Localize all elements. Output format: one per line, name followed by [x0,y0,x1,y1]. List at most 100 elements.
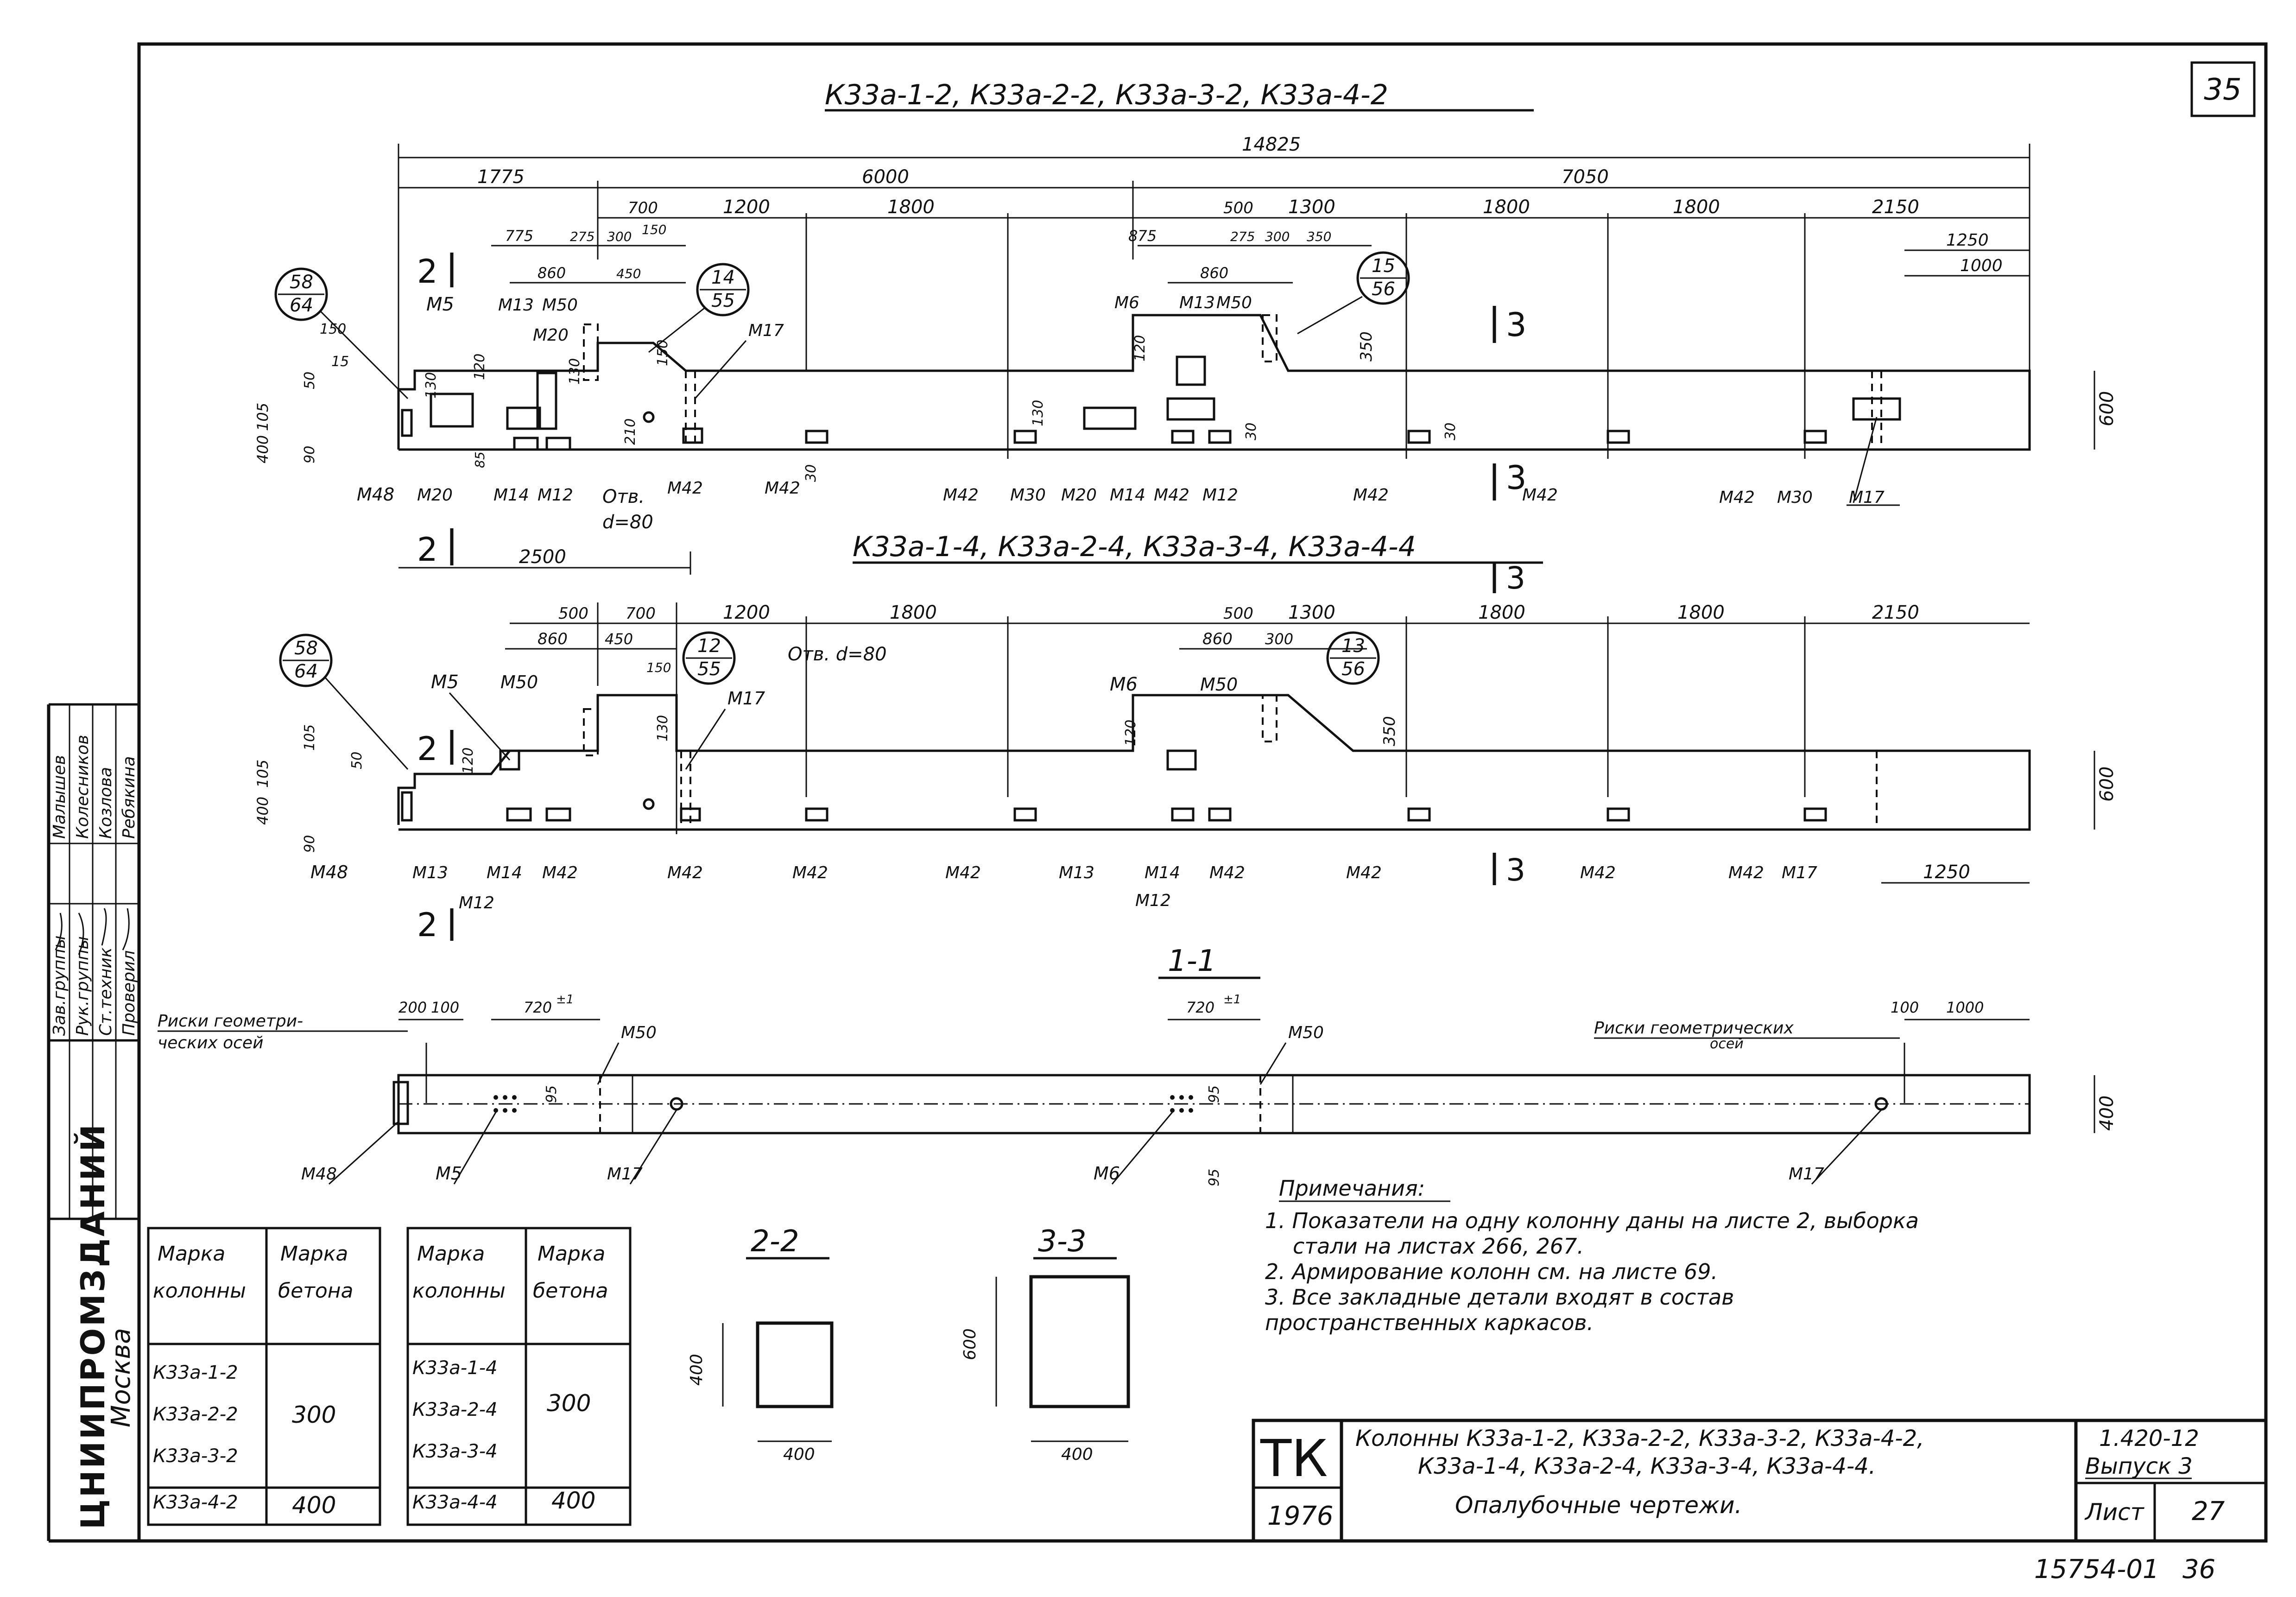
svg-text:2500: 2500 [519,546,566,568]
svg-text:бетона: бетона [533,1279,608,1303]
svg-text:1800: 1800 [1677,602,1725,623]
svg-text:450: 450 [605,630,633,648]
svg-text:875: 875 [1128,227,1157,245]
svg-text:400: 400 [254,797,272,825]
svg-text:Отв. d=80: Отв. d=80 [788,644,887,665]
signatures [55,908,130,955]
svg-text:стали на листах 266, 267.: стали на листах 266, 267. [1293,1234,1584,1259]
svg-text:350: 350 [1307,229,1331,244]
svg-text:95: 95 [1206,1085,1222,1103]
svg-text:К33а-4-2: К33а-4-2 [153,1492,238,1513]
svg-text:13: 13 [1341,635,1365,657]
svg-text:М14: М14 [1145,863,1180,882]
svg-text:М13: М13 [1179,293,1215,312]
svg-text:100: 100 [431,999,459,1016]
svg-text:Колонны К33а-1-2, К33а-2-2, К3: Колонны К33а-1-2, К33а-2-2, К33а-3-2, К3… [1355,1426,1924,1451]
svg-text:1300: 1300 [1288,196,1335,218]
svg-text:К33а-4-4: К33а-4-4 [412,1492,498,1513]
svg-text:64: 64 [294,661,318,682]
svg-text:27: 27 [2192,1496,2225,1527]
svg-text:М13: М13 [1059,863,1094,882]
svg-text:15: 15 [1372,255,1395,277]
svg-text:200: 200 [398,999,427,1016]
svg-text:К33а-2-2: К33а-2-2 [153,1404,238,1425]
svg-text:d=80: d=80 [602,512,653,533]
svg-text:350: 350 [1380,716,1399,746]
svg-text:М42: М42 [945,863,981,882]
svg-text:12: 12 [697,635,721,657]
svg-text:М17: М17 [1849,488,1885,507]
svg-text:К33а-2-4: К33а-2-4 [412,1399,498,1420]
svg-text:М42: М42 [765,479,800,498]
svg-text:150: 150 [655,340,671,366]
svg-text:Отв.: Отв. [602,486,645,507]
name-2: Колесников [73,735,92,839]
svg-text:М30: М30 [1010,486,1046,505]
svg-text:120: 120 [1132,335,1148,361]
svg-text:720: 720 [1186,999,1214,1016]
svg-text:М13: М13 [498,296,534,315]
svg-text:600: 600 [2096,767,2118,802]
svg-text:М42: М42 [1580,863,1616,882]
svg-text:1800: 1800 [887,196,935,218]
role-4: Проверил [120,950,139,1036]
svg-text:ТК: ТК [1260,1429,1328,1488]
svg-text:500: 500 [558,604,588,623]
svg-text:300: 300 [607,229,632,244]
svg-text:М14: М14 [493,486,529,505]
top-view-title: К33а-1-2, К33а-2-2, К33а-3-2, К33а-4-2 [825,79,1388,111]
notes: Примечания: 1. Показатели на одну колонн… [1265,1176,1919,1335]
svg-text:1200: 1200 [723,196,770,218]
svg-text:1200: 1200 [723,602,770,623]
svg-text:3-3: 3-3 [1038,1224,1087,1259]
svg-text:300: 300 [1265,630,1293,648]
role-1: Зав.группы [50,936,69,1036]
svg-text:100: 100 [1891,999,1919,1016]
svg-text:К33а-3-2: К33а-3-2 [153,1445,238,1467]
svg-text:пространственных каркасов.: пространственных каркасов. [1265,1310,1594,1335]
corner-number-box [2190,61,2256,117]
svg-text:К33а-1-4: К33а-1-4 [412,1357,498,1379]
plan-view: 200 100 720 ±1 95 720 ±1 95 95 100 1000 … [158,993,2118,1186]
svg-text:56: 56 [1341,659,1365,680]
svg-text:860: 860 [538,264,566,282]
svg-text:860: 860 [538,630,568,648]
svg-text:М12: М12 [1135,891,1171,910]
svg-text:95: 95 [544,1085,560,1103]
svg-text:1300: 1300 [1288,602,1335,623]
sheet-border [137,42,2268,1543]
svg-text:2: 2 [417,253,438,291]
callout-12-55 [682,631,736,685]
svg-text:М42: М42 [1728,863,1764,882]
svg-text:колонны: колонны [153,1279,246,1303]
organization: ЦНИИПРОМЗДАНИЙ [74,1122,112,1529]
svg-text:860: 860 [1200,264,1228,282]
sheet-corner-number: 35 [2204,73,2241,107]
svg-text:колонны: колонны [412,1279,506,1303]
svg-text:55: 55 [697,659,721,680]
svg-text:М48: М48 [310,862,348,882]
svg-text:500: 500 [1223,199,1253,217]
svg-text:±1: ±1 [1223,993,1241,1007]
svg-text:3: 3 [1506,306,1527,344]
name-4: Ребякина [120,756,139,839]
svg-text:3: 3 [1506,459,1527,497]
svg-text:150: 150 [642,222,666,237]
svg-text:М17: М17 [607,1165,643,1184]
svg-text:30: 30 [1243,423,1259,440]
signature-strip: Зав.группы Рук.группы Ст.техник Проверил… [49,703,139,1529]
svg-text:150: 150 [320,321,346,337]
svg-text:М50: М50 [1288,1023,1324,1042]
svg-text:58: 58 [294,638,318,659]
svg-text:М12: М12 [1202,486,1238,505]
svg-text:Марка: Марка [417,1242,485,1266]
svg-text:М42: М42 [1154,486,1189,505]
svg-text:300: 300 [292,1401,336,1428]
svg-text:М48: М48 [301,1165,337,1184]
svg-text:2-2: 2-2 [751,1224,799,1259]
top-callouts: 58 64 14 55 15 56 М5 М13 М50 М20 М17 М6 … [254,251,2118,575]
svg-text:130: 130 [423,372,439,399]
callout-58-64-mid [279,634,333,687]
svg-text:Опалубочные чертежи.: Опалубочные чертежи. [1455,1492,1742,1519]
svg-text:150: 150 [646,660,671,675]
